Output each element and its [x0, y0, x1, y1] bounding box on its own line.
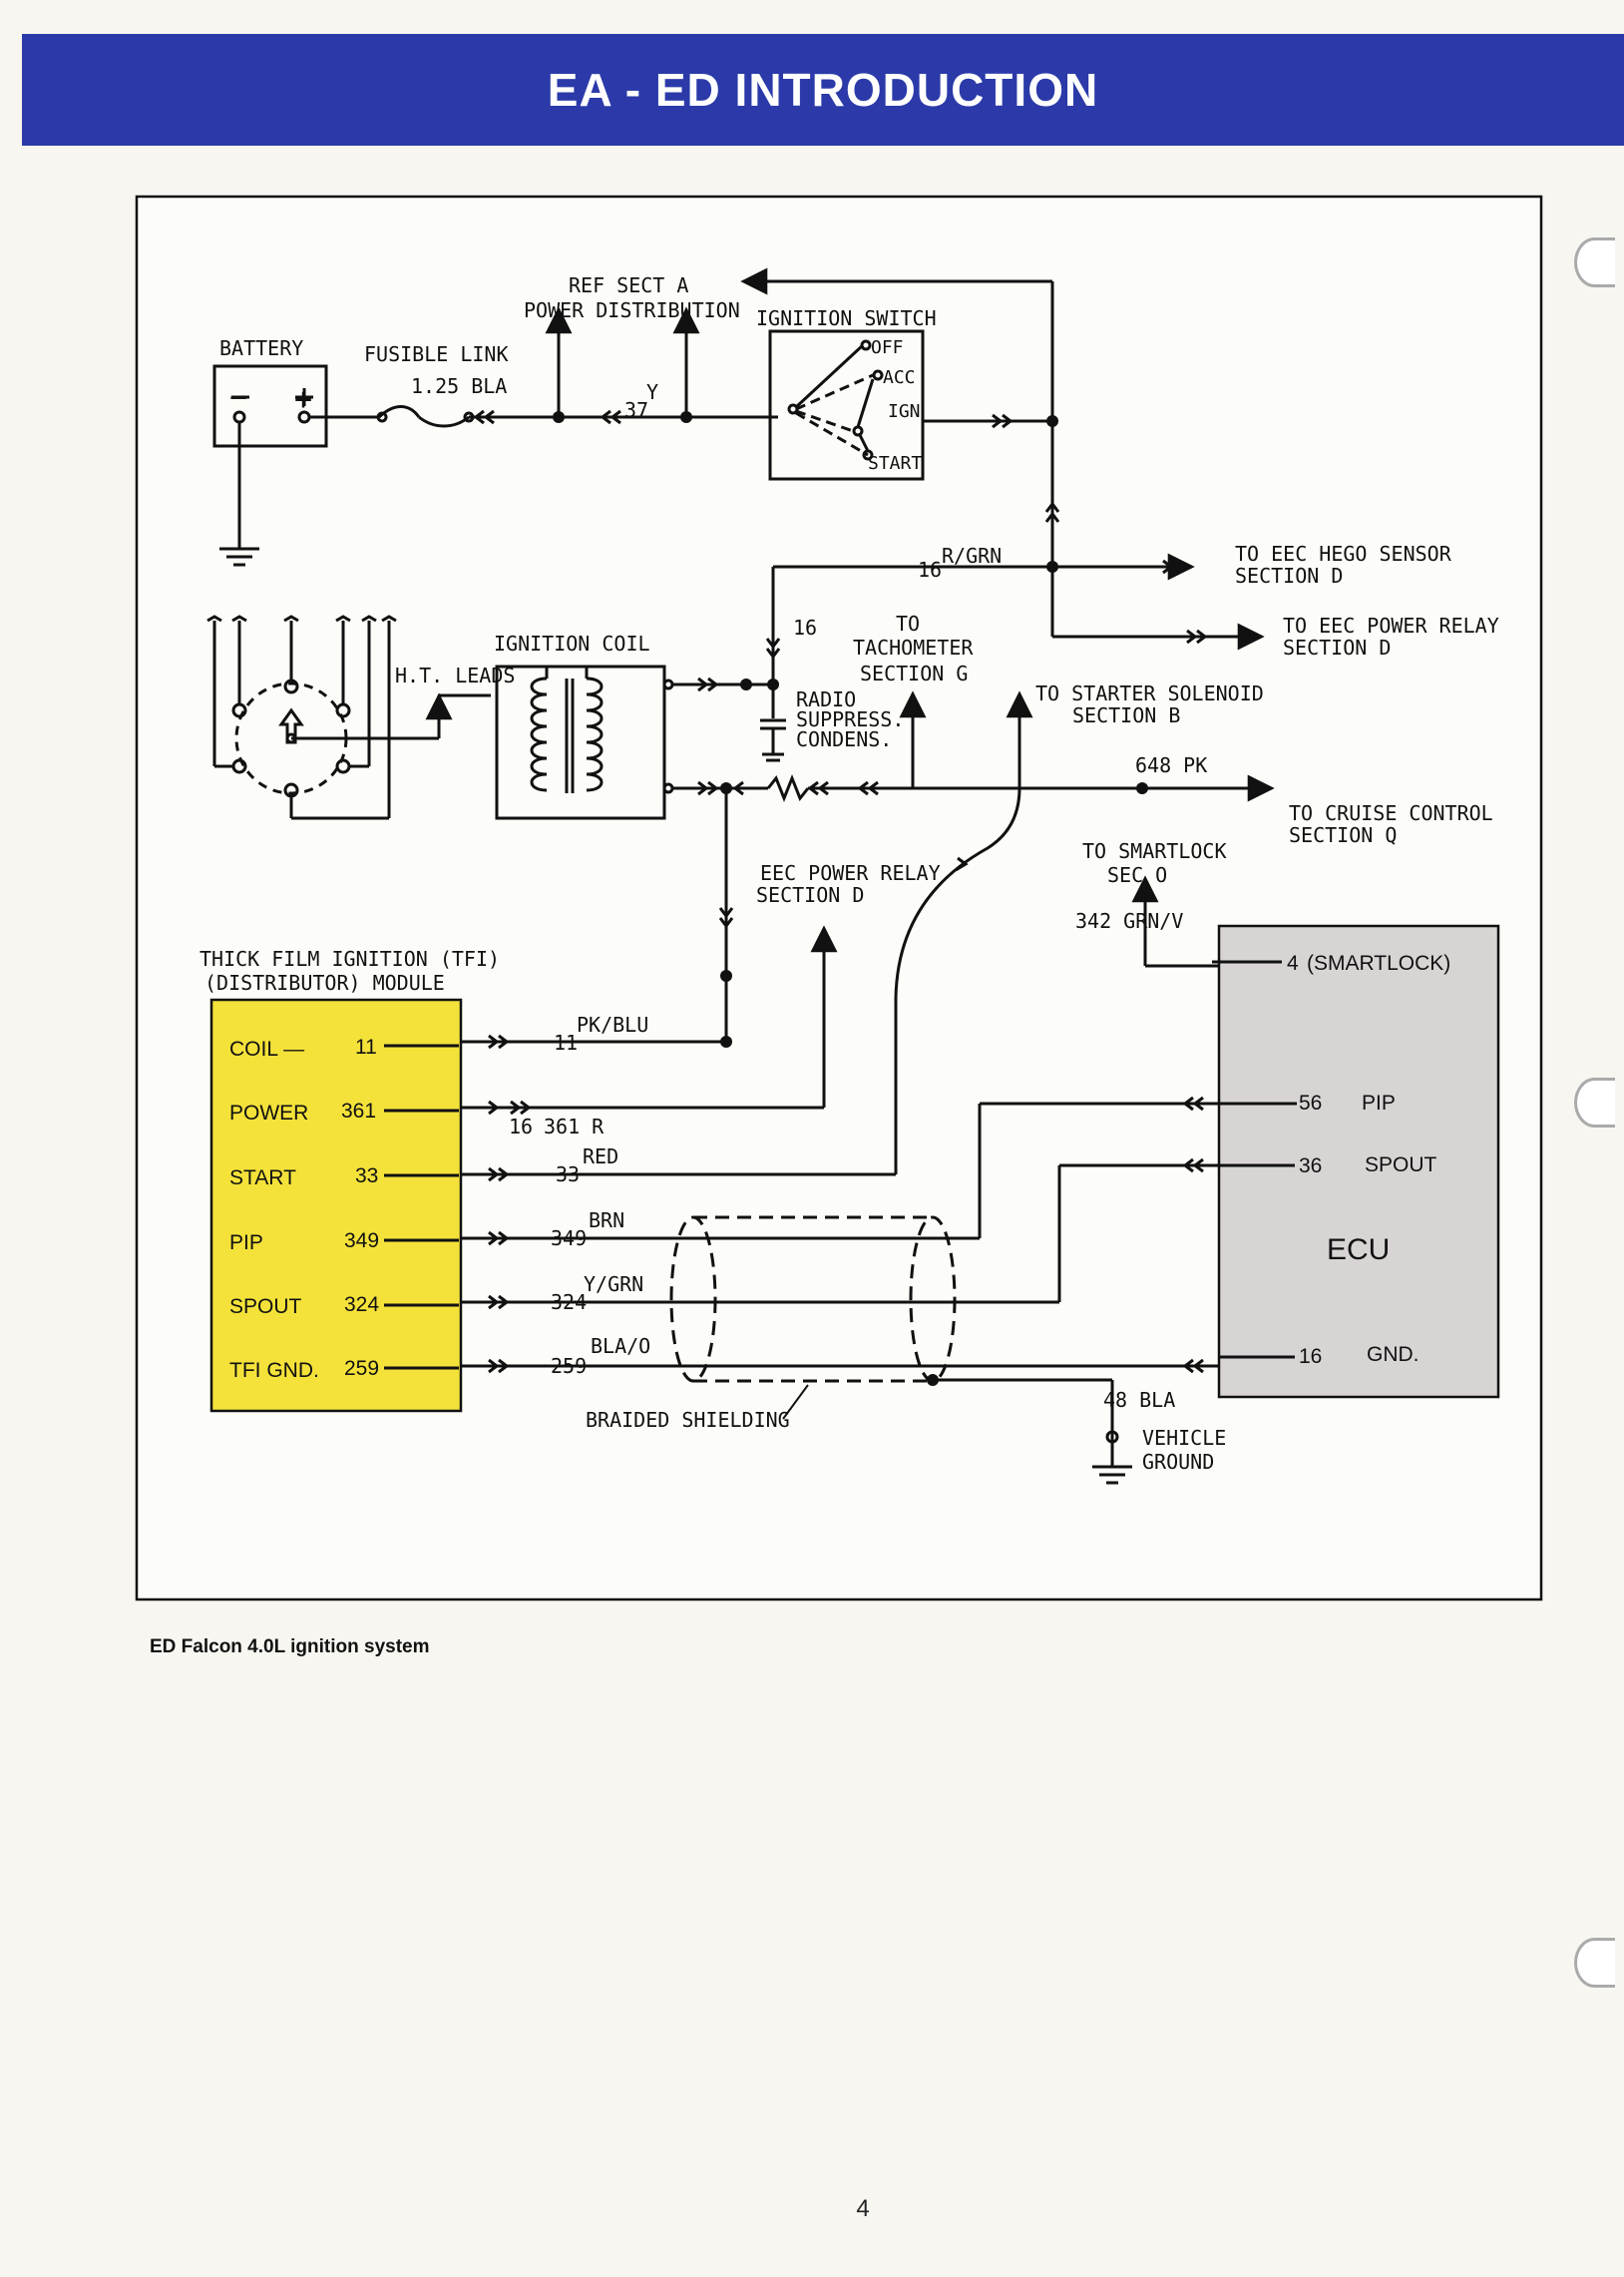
- battery-symbol: [212, 364, 328, 448]
- tfi-title-line2: (DISTRIBUTOR) MODULE: [204, 971, 445, 995]
- wire-324-color: Y/GRN: [584, 1272, 643, 1296]
- page-title: EA - ED INTRODUCTION: [547, 64, 1099, 116]
- tachometer-line2: TACHOMETER: [853, 636, 974, 660]
- wire-324-num: 324: [551, 1290, 587, 1314]
- wire-33-num: 33: [556, 1162, 580, 1186]
- ecu-box: [1217, 924, 1500, 1399]
- switch-pos-acc: ACC: [883, 367, 916, 388]
- wire-648-label: 648 PK: [1135, 753, 1207, 777]
- wire-349-num: 349: [551, 1226, 587, 1250]
- tfi-module: [209, 998, 463, 1413]
- ignition-coil: [495, 665, 666, 820]
- tfi-row-power-label: POWER: [229, 1102, 308, 1125]
- binder-ring-hole: [1574, 1938, 1615, 1988]
- ecu-pin-36-label: SPOUT: [1365, 1153, 1437, 1176]
- switch-pos-ign: IGN: [888, 401, 921, 422]
- battery-label: BATTERY: [219, 336, 303, 360]
- tfi-title-line1: THICK FILM IGNITION (TFI): [200, 947, 500, 971]
- wire-33-color: RED: [583, 1144, 618, 1168]
- ignition-coil-label: IGNITION COIL: [494, 632, 650, 656]
- ht-leads-label: H.T. LEADS: [395, 664, 515, 687]
- wire-16-rgrn-color: R/GRN: [942, 544, 1002, 568]
- ignition-switch-label: IGNITION SWITCH: [756, 306, 937, 330]
- tachometer-line3: SECTION G: [860, 662, 968, 685]
- starter-solenoid-line1: TO STARTER SOLENOID: [1035, 682, 1264, 705]
- ecu-title: ECU: [1327, 1233, 1390, 1266]
- smartlock-line2: SEC O: [1107, 863, 1167, 887]
- page-number: 4: [856, 2195, 870, 2222]
- radio-suppress-line1: RADIO: [796, 687, 856, 711]
- wire-361-num: 16: [509, 1115, 533, 1138]
- braided-shielding-label: BRAIDED SHIELDING: [586, 1408, 790, 1432]
- switch-pos-start: START: [868, 453, 922, 474]
- binder-ring-hole: [1574, 1078, 1615, 1128]
- wire-11-color: PK/BLU: [577, 1013, 648, 1037]
- wire-37-num: 37: [624, 398, 648, 422]
- wire-48-label: 48 BLA: [1103, 1388, 1175, 1412]
- fusible-link-symbol: [418, 415, 470, 428]
- power-distribution-line2: POWER DISTRIBUTION: [524, 298, 740, 322]
- ecu-pin-4-label: (SMARTLOCK): [1307, 952, 1450, 975]
- ecu-pin-16-label: GND.: [1367, 1343, 1420, 1366]
- wire-259-num: 259: [551, 1354, 587, 1378]
- tfi-row-gnd-label: TFI GND.: [229, 1359, 319, 1382]
- hego-line1: TO EEC HEGO SENSOR: [1235, 542, 1452, 566]
- power-distribution-line1: REF SECT A: [569, 273, 688, 297]
- ecu-pin-16-num: 16: [1299, 1345, 1322, 1368]
- tfi-row-start-pin: 33: [355, 1164, 378, 1187]
- page-header: EA - ED INTRODUCTION: [22, 34, 1624, 146]
- wire-349-color: BRN: [589, 1208, 624, 1232]
- tfi-row-spout-label: SPOUT: [229, 1295, 302, 1318]
- tfi-row-coil-pin: 11: [355, 1036, 377, 1059]
- radio-suppress-line2: SUPPRESS.: [796, 707, 904, 731]
- ecu-pin-56-label: PIP: [1362, 1092, 1396, 1115]
- binder-ring-hole: [1574, 237, 1615, 287]
- tfi-row-spout-pin: 324: [344, 1293, 379, 1316]
- vehicle-ground-line1: VEHICLE: [1142, 1426, 1226, 1450]
- ecu-pin-36-num: 36: [1299, 1154, 1322, 1177]
- figure-caption: ED Falcon 4.0L ignition system: [150, 1636, 430, 1657]
- power-relay-line2: SECTION D: [1283, 636, 1391, 660]
- radio-suppress-line3: CONDENS.: [796, 727, 892, 751]
- wire-16-rgrn-num: 16: [918, 558, 942, 582]
- tfi-row-power-pin: 361: [341, 1100, 376, 1123]
- hego-line2: SECTION D: [1235, 564, 1343, 588]
- tfi-row-gnd-pin: 259: [344, 1357, 379, 1380]
- wire-361-color: 361 R: [544, 1115, 605, 1138]
- wire-342-label: 342 GRN/V: [1075, 909, 1183, 933]
- smartlock-line1: TO SMARTLOCK: [1082, 839, 1227, 863]
- switch-pos-off: OFF: [871, 337, 904, 358]
- cruise-control-line2: SECTION Q: [1289, 823, 1397, 847]
- eec-power-relay-line2: SECTION D: [756, 883, 864, 907]
- wire-37-color: Y: [646, 380, 658, 404]
- tfi-row-start-label: START: [229, 1166, 296, 1189]
- starter-solenoid-line2: SECTION B: [1072, 703, 1180, 727]
- fusible-link-spec: 1.25 BLA: [411, 374, 507, 398]
- ecu-pin-56-num: 56: [1299, 1092, 1322, 1115]
- tfi-row-pip-pin: 349: [344, 1229, 379, 1252]
- wire-259-color: BLA/O: [591, 1334, 650, 1358]
- vehicle-ground-line2: GROUND: [1142, 1450, 1214, 1474]
- wire-11-num: 11: [554, 1031, 578, 1055]
- battery-plus: +: [294, 382, 312, 417]
- wire-16-label: 16: [793, 616, 817, 640]
- tfi-row-pip-label: PIP: [229, 1231, 263, 1254]
- ignition-switch: [768, 329, 925, 481]
- fusible-link-label: FUSIBLE LINK: [364, 342, 509, 366]
- ecu-pin-4-num: 4: [1287, 952, 1299, 975]
- eec-power-relay-line1: EEC POWER RELAY: [760, 861, 941, 885]
- tachometer-line1: TO: [896, 612, 920, 636]
- battery-minus: −: [229, 380, 247, 415]
- cruise-control-line1: TO CRUISE CONTROL: [1289, 801, 1493, 825]
- power-relay-line1: TO EEC POWER RELAY: [1283, 614, 1499, 638]
- tfi-row-coil-label: COIL —: [229, 1038, 304, 1061]
